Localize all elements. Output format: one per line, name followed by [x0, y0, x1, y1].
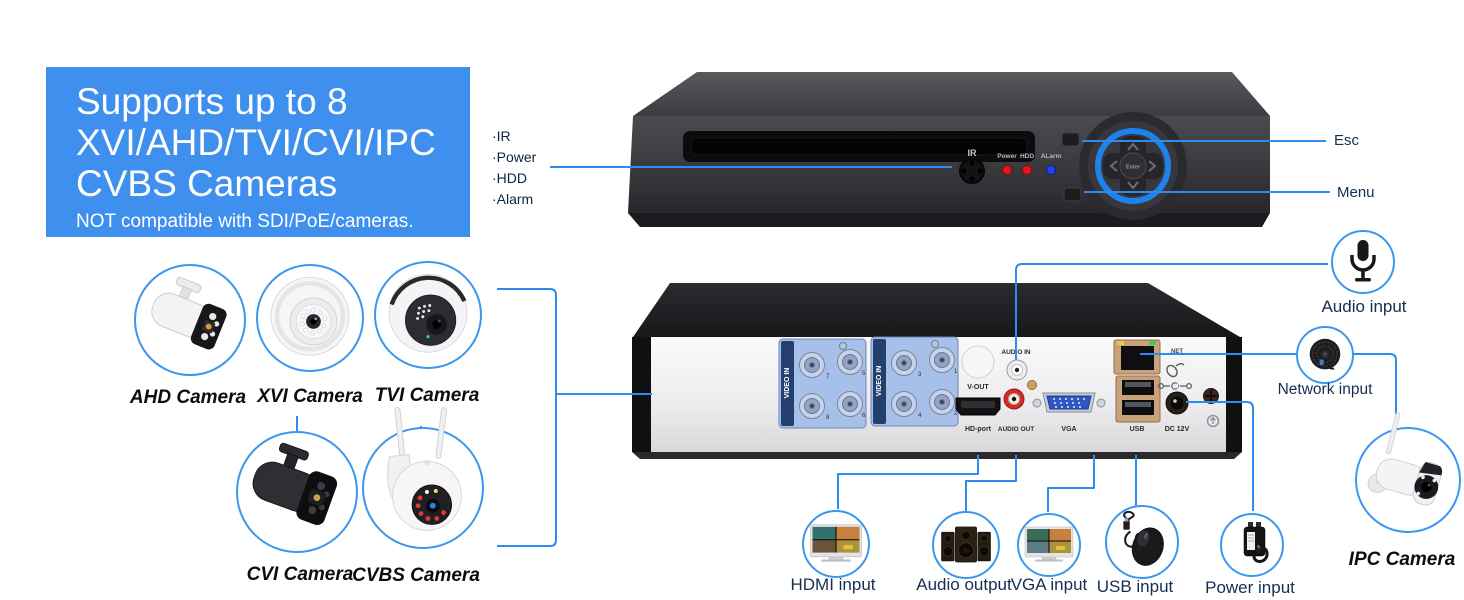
bnc-num: 1 [954, 369, 958, 375]
feature-box: Supports up to 8 XVI/AHD/TVI/CVI/IPC CVB… [46, 67, 470, 237]
v-out-label: V-OUT [967, 384, 989, 391]
bnc-num: 5 [862, 371, 866, 377]
ahd-camera-image [151, 276, 227, 350]
ir-receiver [959, 158, 985, 184]
feature-line3: CVBS Cameras [76, 163, 338, 204]
ahd-camera-circle [134, 264, 246, 376]
video-in-group1: VIDEO IN 7 5 8 6 [778, 338, 867, 429]
power-input-label: Power input [1205, 578, 1295, 597]
bnc-num: 3 [918, 372, 922, 378]
bnc-num: 4 [918, 413, 922, 419]
bnc-num: 2 [954, 411, 958, 417]
audio-in-connector [1006, 359, 1028, 381]
indicator-hdd: ·HDD [492, 170, 527, 186]
vga-port [1032, 392, 1106, 413]
led-label-power: Power [997, 153, 1017, 160]
menu-button [1063, 187, 1082, 202]
front-ir-label: IR [968, 148, 978, 158]
usb-ports [1115, 375, 1161, 423]
feature-line2: XVI/AHD/TVI/CVI/IPC [76, 122, 436, 163]
indicator-ir: ·IR [492, 128, 511, 144]
power-led [1002, 165, 1012, 175]
bnc-num: 6 [862, 413, 866, 419]
cvi-camera-label: CVI Camera [246, 564, 354, 585]
led-label-alarm: ALarm [1041, 153, 1062, 160]
ipc-camera-label: IPC Camera [1348, 549, 1456, 570]
audio-input-label: Audio input [1321, 297, 1407, 316]
hd-port-label: HD-port [965, 426, 992, 433]
enter-button-label: Enter [1126, 165, 1141, 171]
xvi-camera-image [270, 276, 350, 356]
hdmi-input-label: HDMI input [790, 575, 876, 594]
menu-label: Menu [1337, 184, 1375, 201]
xvi-camera-label: XVI Camera [257, 386, 363, 407]
mouse-icon [1123, 510, 1164, 566]
cvbs-camera-circle [362, 406, 484, 549]
power-adapter-icon [1243, 522, 1269, 563]
vga-input-circle [1017, 513, 1081, 577]
cvbs-camera-image [387, 406, 462, 531]
indicator-alarm: ·Alarm [492, 191, 534, 207]
tvi-camera-image [388, 273, 468, 353]
mouse-symbol [1166, 363, 1185, 378]
network-cable-icon [1309, 338, 1341, 370]
bnc-num: 7 [826, 374, 830, 380]
video-in-label-1: VIDEO IN [784, 368, 791, 399]
usb-input-circle [1105, 505, 1179, 579]
alarm-led [1046, 165, 1056, 175]
v-out-connector [961, 345, 995, 379]
audio-out-connector [1003, 388, 1025, 410]
vga-label: VGA [1061, 426, 1076, 433]
ipc-camera-circle [1355, 412, 1461, 533]
power-input-circle [1220, 513, 1284, 577]
audio-input-circle [1331, 230, 1395, 294]
cvi-camera-image [252, 442, 338, 525]
network-input-label: Network input [1277, 381, 1373, 398]
audio-output-label: Audio output [916, 575, 1012, 594]
video-in-group2: VIDEO IN 3 1 4 2 [870, 336, 959, 427]
screw-right [1203, 388, 1219, 404]
dvr-rear-image: VIDEO IN 7 5 8 6 VIDEO IN [632, 283, 1242, 459]
dc-label: DC 12V [1165, 426, 1190, 433]
front-indicator-labels: ·IR ·Power ·HDD ·Alarm [492, 126, 536, 210]
microphone-icon [1350, 240, 1376, 282]
bnc-num: 8 [826, 415, 830, 421]
network-input-circle [1296, 326, 1354, 384]
screw [1027, 380, 1037, 390]
hdmi-monitor-icon [810, 524, 862, 562]
audio-output-circle [932, 511, 1000, 579]
hdmi-input-circle [802, 510, 870, 578]
xvi-camera-circle [256, 264, 364, 372]
indicator-power: ·Power [492, 149, 537, 165]
audio-out-label: AUDIO OUT [998, 426, 1035, 433]
led-label-hdd: HDD [1020, 153, 1034, 160]
cvi-camera-circle [236, 431, 358, 553]
speakers-icon [941, 526, 991, 563]
hdmi-port [955, 397, 1001, 416]
ipc-camera-image [1367, 412, 1443, 506]
net-label: NET [1171, 349, 1183, 355]
cvbs-camera-label: CVBS Camera [352, 565, 480, 586]
dc-jack [1165, 391, 1189, 415]
esc-label: Esc [1334, 132, 1360, 149]
ground-symbol [1206, 414, 1220, 428]
ahd-camera-label: AHD Camera [129, 387, 247, 408]
usb-input-label: USB input [1096, 577, 1174, 596]
tvi-camera-circle [374, 261, 482, 369]
net-port [1113, 339, 1161, 375]
hdd-led [1022, 165, 1032, 175]
video-in-label-2: VIDEO IN [876, 366, 883, 397]
vga-monitor-icon [1024, 526, 1074, 562]
feature-note: NOT compatible with SDI/PoE/cameras. [76, 211, 414, 232]
vga-input-label: VGA input [1010, 575, 1088, 594]
usb-label: USB [1130, 426, 1145, 433]
dc-polarity-symbol [1157, 382, 1192, 390]
feature-line1: Supports up to 8 [76, 81, 348, 122]
tvi-camera-label: TVI Camera [374, 385, 480, 406]
esc-button [1061, 132, 1080, 147]
